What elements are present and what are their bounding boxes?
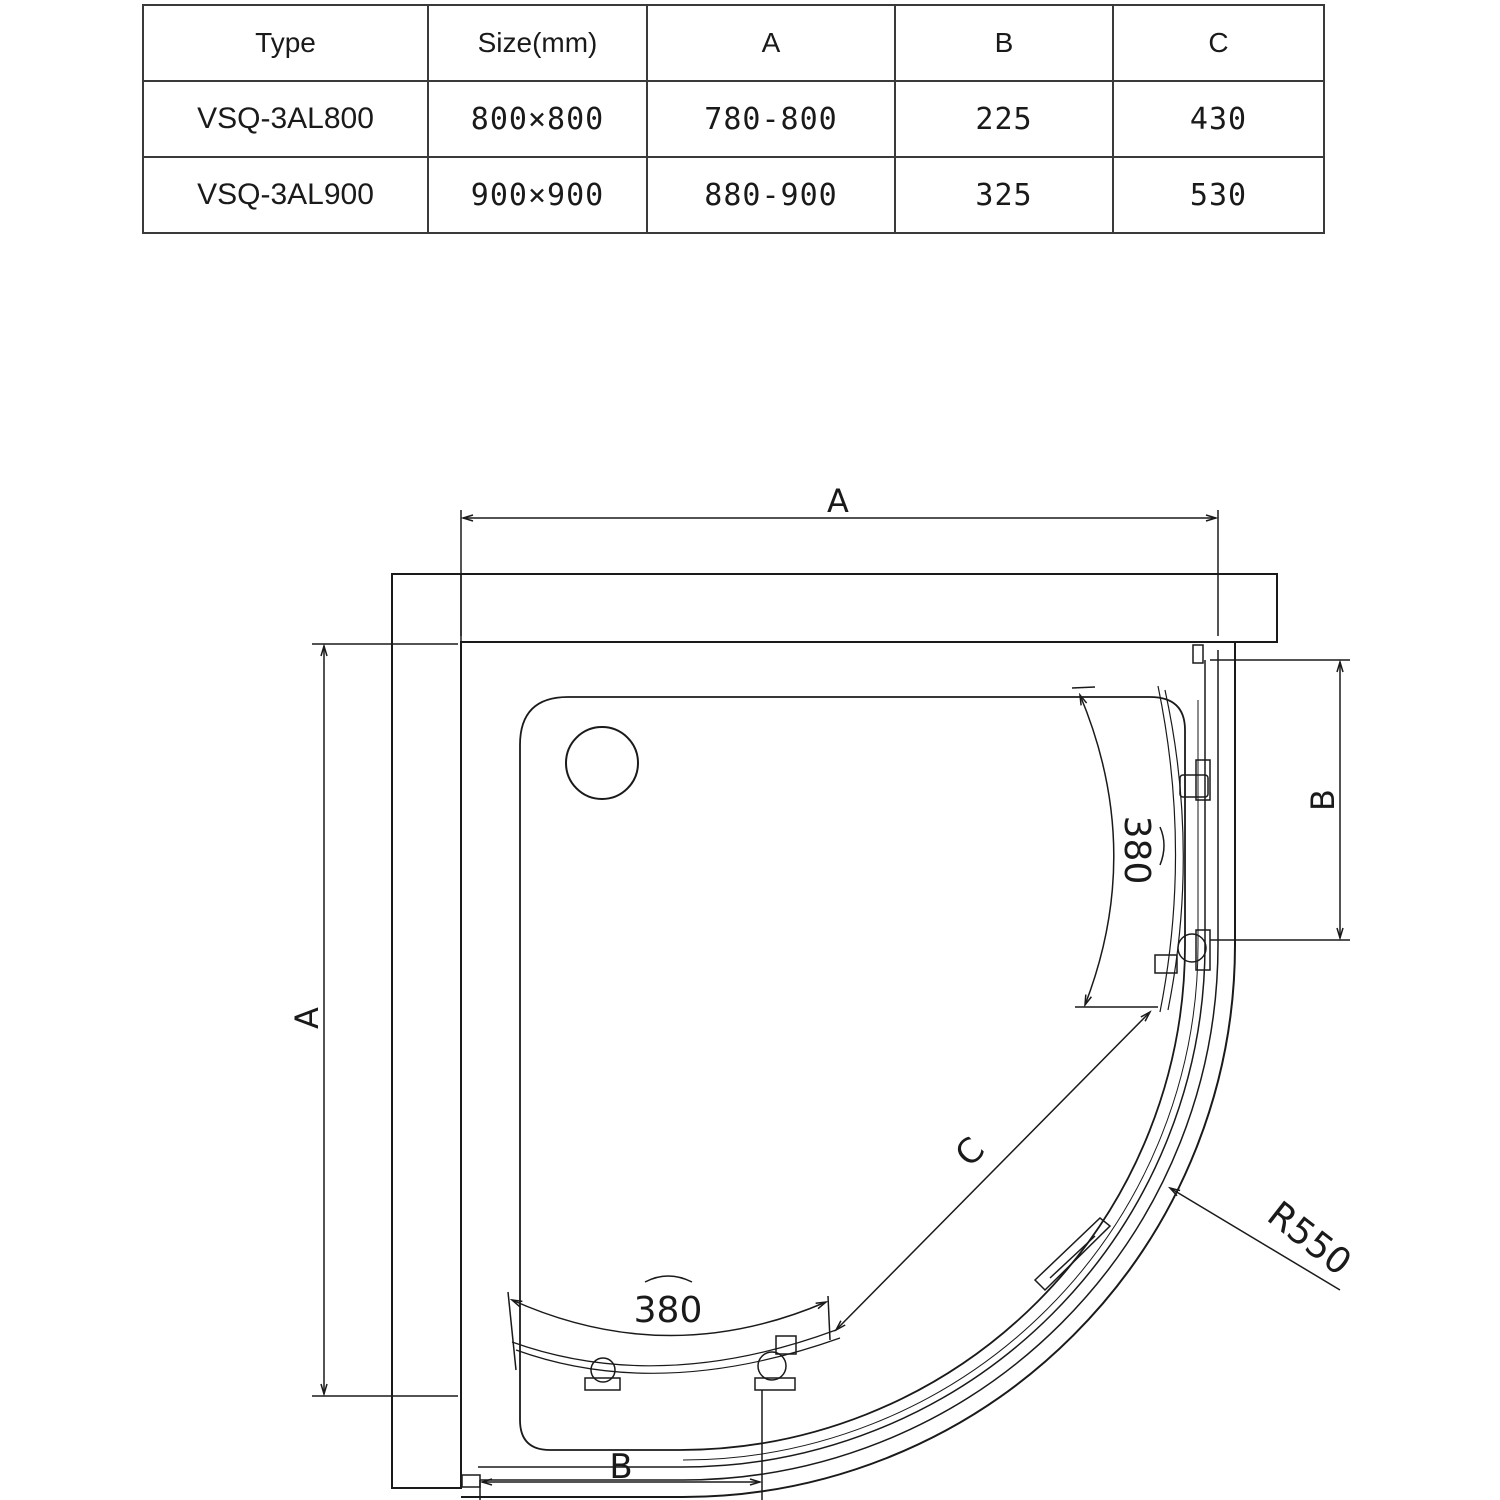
header-a: A: [646, 4, 896, 82]
radius-label: R550: [1260, 1194, 1359, 1284]
sliding-glass-bottom: [515, 1337, 841, 1374]
dimension-b-right-label: B: [1304, 789, 1342, 811]
dimension-c-label: C: [948, 1130, 993, 1175]
table-row: VSQ-3AL800 800×800 780-800 225 430: [142, 80, 1325, 158]
sliding-glass-bottom: [511, 1329, 837, 1367]
dimension-b-right: [1210, 659, 1350, 941]
dimension-a-left-label: A: [288, 1007, 326, 1029]
radius-leader: [1170, 1188, 1341, 1291]
hinge-icon: [1154, 644, 1211, 974]
tray-panel: [519, 696, 1186, 1451]
cell-type: VSQ-3AL900: [142, 156, 429, 234]
dimension-a-left: [312, 643, 458, 1397]
dimension-b-bottom-label: B: [609, 1447, 632, 1487]
sliding-glass-side: [1157, 685, 1177, 1013]
dimension-b-bottom: [479, 1390, 763, 1500]
header-size: Size(mm): [427, 4, 648, 82]
door-profile-inner: [478, 660, 1206, 1468]
sliding-glass-side: [1164, 689, 1184, 1011]
dimension-a-top-label: A: [827, 482, 849, 520]
drain-icon: [565, 726, 639, 800]
wall-outline: [391, 573, 1278, 1489]
cell-c: 430: [1112, 80, 1325, 158]
spec-table: Type Size(mm) A B C VSQ-3AL800 800×800 7…: [142, 4, 1325, 234]
door-profile-line: [682, 700, 1199, 1461]
dimension-a-top: [460, 510, 1219, 636]
header-b: B: [894, 4, 1114, 82]
roller-icon: [461, 1335, 797, 1488]
cell-size: 900×900: [427, 156, 648, 234]
door-width-bottom-arc: [512, 1300, 826, 1337]
dimension-c: [836, 1012, 1150, 1330]
cell-c: 530: [1112, 156, 1325, 234]
header-type: Type: [142, 4, 429, 82]
cell-b: 225: [894, 80, 1114, 158]
door-width-side-label: 380: [1116, 816, 1157, 885]
cell-a: 780-800: [646, 80, 896, 158]
cell-size: 800×800: [427, 80, 648, 158]
table-row: VSQ-3AL900 900×900 880-900 325 530: [142, 156, 1325, 234]
cell-type: VSQ-3AL800: [142, 80, 429, 158]
door-profile-outer: [480, 650, 1219, 1481]
header-c: C: [1112, 4, 1325, 82]
cell-a: 880-900: [646, 156, 896, 234]
cell-b: 325: [894, 156, 1114, 234]
door-width-bottom-label: 380: [634, 1290, 703, 1331]
tray-outline: [461, 641, 1236, 1498]
door-width-side-arc: [1080, 695, 1115, 1005]
table-header-row: Type Size(mm) A B C: [142, 4, 1325, 82]
